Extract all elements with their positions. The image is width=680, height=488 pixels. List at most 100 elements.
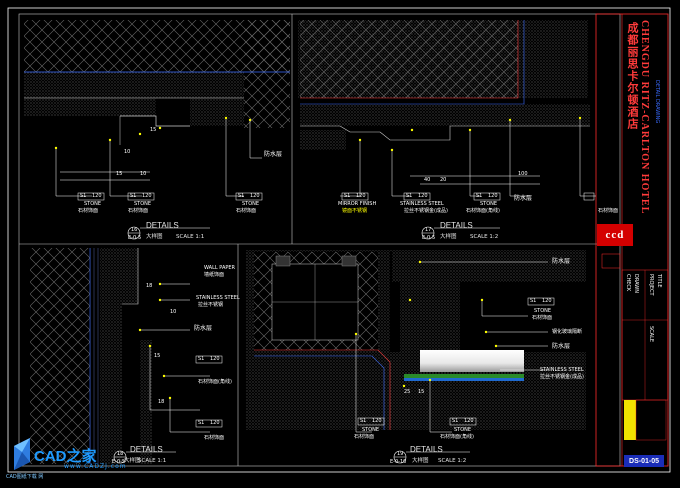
watermark-brand: CAD之家 — [34, 448, 97, 465]
annotation-waterproof: 防水层 — [264, 151, 283, 158]
sheet-outer-frame — [7, 7, 671, 473]
dimension: 40 — [424, 177, 431, 183]
annotation-wallpaper-cn: 墙纸饰面 — [204, 272, 225, 278]
annotation-stone: STONE — [454, 427, 472, 433]
annotation-stone-cn: 石材饰面(角线) — [198, 379, 232, 385]
annotation-stone-cn: 石材饰面(角线) — [466, 208, 500, 214]
annotation-stone: STONE — [362, 427, 380, 433]
hotel-name-en: CHENGDU RITZ-CARLTON HOTEL — [639, 20, 650, 215]
tag: S1 — [198, 356, 205, 362]
detail-title: DETAILS — [440, 221, 473, 230]
tag: S1 — [360, 418, 367, 424]
detail-cn: 大样图 — [440, 234, 457, 240]
annotation-waterproof: 防水层 — [514, 195, 533, 202]
tag: S1 — [406, 193, 413, 199]
annotation-stone-cn: 石材饰面 — [236, 208, 257, 214]
annotation-stone: STONE — [84, 201, 102, 207]
dimension: 18 — [158, 399, 165, 405]
tag: S1 — [130, 193, 137, 199]
detail-ref: E-0-10 — [390, 459, 407, 465]
annotation-stainless: STAINLESS STEEL — [400, 201, 444, 207]
tag: 120 — [210, 356, 220, 362]
tag: 120 — [142, 193, 152, 199]
title-field: PROJECT — [648, 274, 654, 296]
glass-panel — [420, 350, 524, 372]
annotation-stone-cn: 石材饰面 — [354, 434, 375, 440]
annotation-waterproof: 防水层 — [194, 325, 213, 332]
tag: 120 — [488, 193, 498, 199]
annotation-stone: STONE — [242, 201, 260, 207]
tag: 120 — [92, 193, 102, 199]
detail-id: 16 — [131, 227, 138, 233]
detail-scale: SCALE 1:2 — [470, 234, 499, 240]
tag: 120 — [250, 193, 260, 199]
tag: 120 — [464, 418, 474, 424]
annotation-stainless-cn: 拉丝不锈钢金(成品) — [540, 374, 584, 380]
detail-cn: 大样图 — [412, 458, 429, 464]
detail-ref: E-0-5 — [422, 235, 436, 241]
dimension: 10 — [124, 149, 131, 155]
hotel-name-cn: 成都丽思卡尔顿酒店 — [626, 22, 638, 130]
annotation-waterproof: 防水层 — [552, 343, 571, 350]
annotation-stone-cn: 石材饰面 — [598, 208, 619, 214]
dimension: 20 — [440, 177, 447, 183]
detail-id: 18 — [117, 451, 124, 457]
annotation-wallpaper: WALL PAPER — [204, 265, 236, 271]
annotation-mirror: MIRROR FINISH — [338, 201, 377, 207]
company-logo: ccd — [597, 224, 633, 246]
tag: S1 — [530, 298, 537, 304]
detail-ref: E-0-5 — [128, 235, 142, 241]
dimension: 15 — [150, 127, 157, 133]
annotation-stone-cn: 石材饰面 — [532, 315, 553, 321]
detail-title: DETAILS — [410, 445, 443, 454]
tag: 120 — [418, 193, 428, 199]
dimension: 15 — [418, 389, 425, 395]
sheet-number: DS-01-05 — [624, 455, 664, 467]
annotation-waterproof: 防水层 — [552, 258, 571, 265]
annotation-stone-cn: 石材饰面 — [128, 208, 149, 214]
dimension: 10 — [170, 309, 177, 315]
tag: S1 — [476, 193, 483, 199]
annotation-stainless-cn: 拉丝不锈钢金(成品) — [404, 208, 448, 214]
annotation-stainless: STAINLESS STEEL — [540, 367, 584, 373]
title-field: DRAWN — [633, 274, 639, 293]
annotation-mirror-cn: 镜面不锈钢 — [342, 208, 368, 214]
annotation-glass: 钢化玻璃隔断 — [552, 329, 583, 335]
tag: S1 — [238, 193, 245, 199]
detail-ref: E-0-5 — [112, 459, 126, 465]
title-sub: DETAIL DRAWING — [654, 80, 660, 124]
watermark-logo-icon — [14, 438, 30, 470]
dimension: 15 — [116, 171, 123, 177]
title-field: SCALE — [648, 326, 654, 343]
tag: S1 — [198, 420, 205, 426]
detail-id: 17 — [425, 227, 432, 233]
annotation-stone: STONE — [134, 201, 152, 207]
dimension: 100 — [518, 171, 528, 177]
title-field: TITLE — [656, 274, 662, 288]
dimension: 18 — [146, 283, 153, 289]
title-field: CHECK — [625, 274, 631, 292]
annotation-stone-cn: 石材饰面 — [78, 208, 99, 214]
detail-scale: SCALE 1:1 — [138, 458, 167, 464]
detail-title: DETAILS — [130, 445, 163, 454]
detail-scale: SCALE 1:1 — [176, 234, 205, 240]
detail-cn: 大样图 — [124, 458, 141, 464]
detail-id: 19 — [397, 451, 404, 457]
tag: 120 — [210, 420, 220, 426]
detail-cn: 大样图 — [146, 234, 163, 240]
annotation-stone: STONE — [480, 201, 498, 207]
dimension: 15 — [154, 353, 161, 359]
annotation-stainless-cn: 拉丝不锈钢 — [198, 302, 224, 308]
tag: 120 — [356, 193, 366, 199]
dimension: 25 — [404, 389, 411, 395]
tag: 120 — [542, 298, 552, 304]
tag: S1 — [344, 193, 351, 199]
detail-scale: SCALE 1:2 — [438, 458, 467, 464]
tag: S1 — [80, 193, 87, 199]
annotation-stone-cn: 石材饰面 — [204, 435, 225, 441]
watermark-url: www.CADZJ.com — [64, 463, 127, 470]
annotation-stainless: STAINLESS STEEL — [196, 295, 240, 301]
detail-title: DETAILS — [146, 221, 179, 230]
